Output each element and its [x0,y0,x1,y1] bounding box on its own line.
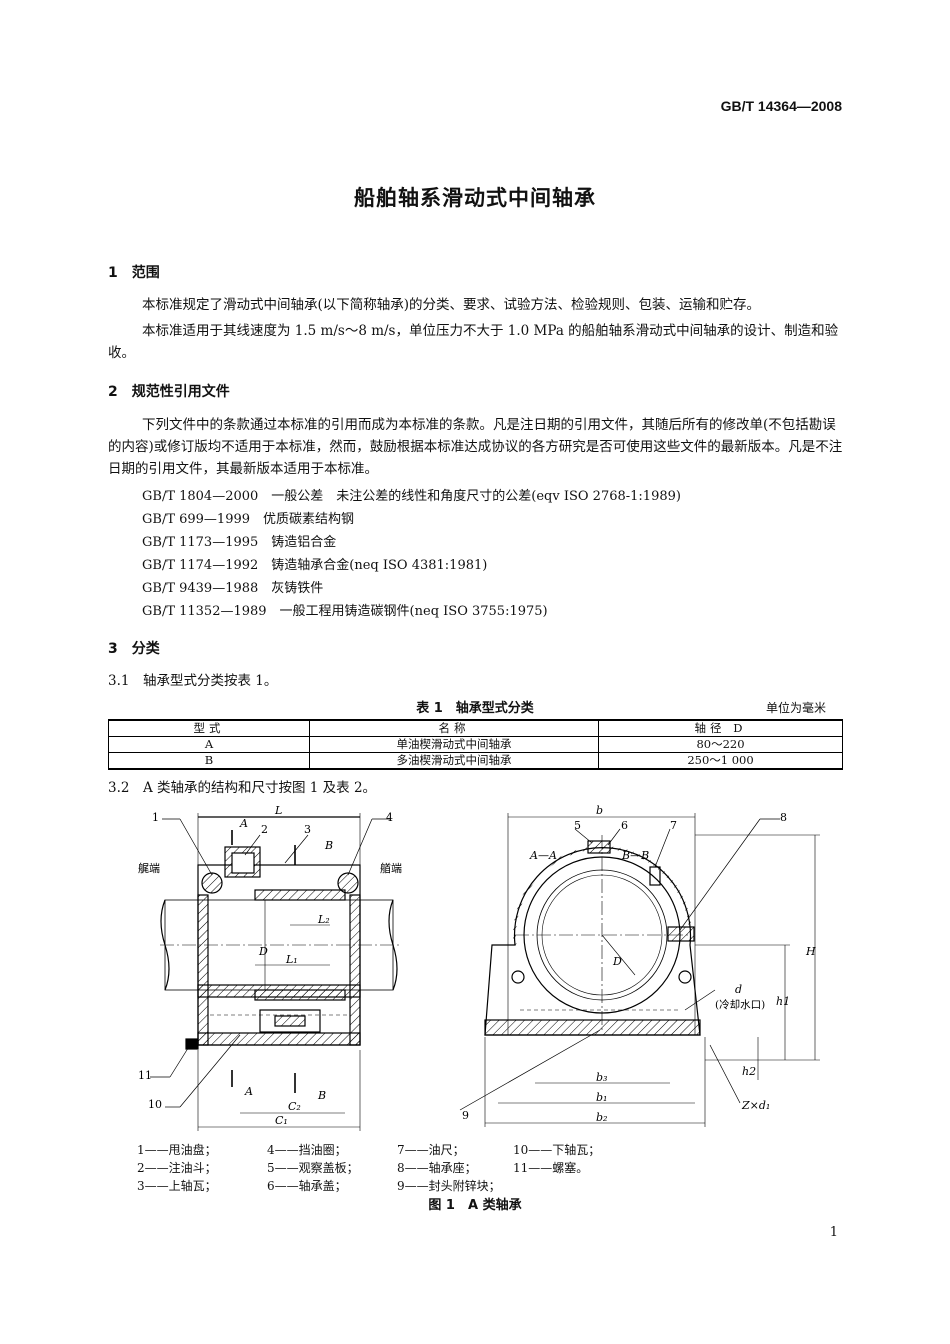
table-cell: 多油楔滑动式中间轴承 [309,752,599,770]
table-header-cell: 型式 [108,719,310,737]
standard-number: GB/T 14364—2008 [720,98,842,114]
figure-1-caption: 图 1 A 类轴承 [428,1198,522,1213]
dim-label: C₂ [288,1100,301,1113]
section-mark: B—B [621,849,649,862]
right-section-view [484,813,820,1127]
callout-number: 10 [148,1098,162,1111]
legend-item: 1——甩油盘； [137,1143,217,1157]
table-header-cell: 名称 [309,719,599,737]
dim-label: C₁ [275,1114,288,1127]
fig-text-cooling: (冷却水口) [715,998,765,1011]
dim-label: D [612,955,622,968]
table-cell: B [108,752,310,770]
table-cell: 单油楔滑动式中间轴承 [309,736,599,753]
section-1-heading: 1 范围 [108,265,160,281]
table-row: B 多油楔滑动式中间轴承 250～1 000 [108,752,843,770]
dim-label: h1 [776,995,790,1008]
callout-number: 5 [574,819,581,832]
section-2-para-1: 下列文件中的条款通过本标准的引用而成为本标准的条款。凡是注日期的引用文件，其随后… [108,417,843,477]
section-mark: A [244,1085,253,1098]
table-row: A 单油楔滑动式中间轴承 80～220 [108,736,843,753]
dim-label: Z×d₁ [741,1099,770,1112]
legend-item: 5——观察盖板； [267,1161,359,1175]
dim-label: b₂ [596,1111,607,1124]
reference-item: GB/T 11352—1989 一般工程用铸造碳钢件(neq ISO 3755:… [142,604,548,619]
legend-item: 3——上轴瓦； [137,1179,217,1193]
section-3-2: 3.2 A 类轴承的结构和尺寸按图 1 及表 2。 [108,780,377,796]
dim-label: L₂ [317,913,330,926]
legend-item: 4——挡油圈； [267,1143,347,1157]
section-mark: B [317,1089,326,1102]
reference-item: GB/T 1804—2000 一般公差 未注公差的线性和角度尺寸的公差(eqv … [142,489,681,504]
section-mark: B [324,839,333,852]
dim-label: b₁ [596,1091,607,1104]
reference-item: GB/T 1173—1995 铸造铝合金 [142,535,337,550]
section-1-para-2: 本标准适用于其线速度为 1.5 m/s～8 m/s，单位压力不大于 1.0 MP… [108,323,839,361]
callout-number: 9 [462,1109,469,1122]
dim-label: L₁ [285,953,298,966]
dim-label: b₃ [596,1071,607,1084]
legend-item: 11——螺塞。 [513,1161,589,1175]
table-cell: 80～220 [598,736,843,753]
legend-item: 8——轴承座； [397,1161,477,1175]
dim-label: D [258,945,268,958]
callout-number: 1 [152,811,159,824]
section-3-1: 3.1 轴承型式分类按表 1。 [108,673,278,689]
section-mark: A [239,817,248,830]
legend-item: 2——注油斗； [137,1161,217,1175]
fig-text-stern: 艉端 [138,861,160,875]
legend-item: 7——油尺； [397,1143,465,1157]
callout-number: 4 [386,811,393,824]
callout-number: 7 [670,819,677,832]
section-mark: A—A [529,849,557,862]
section-2-heading: 2 规范性引用文件 [108,384,230,400]
callout-number: 3 [304,823,311,836]
callout-number: 2 [261,823,268,836]
table-cell: 250～1 000 [598,752,843,770]
document-title: 船舶轴系滑动式中间轴承 [354,186,596,210]
page-number: 1 [829,1225,838,1240]
table-header-cell: 轴径 D [598,719,843,737]
callout-number: 6 [621,819,628,832]
dim-label: L [274,805,282,817]
table-1: 型式 名称 轴径 D A 单油楔滑动式中间轴承 80～220 B 多油楔滑动式中… [108,719,843,770]
legend-item: 9——封头附锌块； [397,1179,501,1193]
figure-1-drawing: L 艉端 艏端 A B A B L₂ L₁ D C₂ C₁ A—A B—B b … [138,805,820,1131]
dim-label: b [596,805,603,817]
reference-item: GB/T 1174—1992 铸造轴承合金(neq ISO 4381:1981) [142,558,488,573]
left-section-view [160,813,400,1131]
figure-legend: 1——甩油盘； 4——挡油圈； 7——油尺； 10——下轴瓦； 2——注油斗； … [137,1141,633,1195]
dim-label: h2 [742,1065,756,1078]
table-cell: A [108,736,310,753]
table-header-row: 型式 名称 轴径 D [108,719,843,737]
reference-item: GB/T 9439—1988 灰铸铁件 [142,581,324,596]
dim-label: H [805,945,816,958]
callout-number: 11 [138,1069,152,1082]
section-1-para-1: 本标准规定了滑动式中间轴承(以下简称轴承)的分类、要求、试验方法、检验规则、包装… [142,297,761,313]
table-1-caption: 表 1 轴承型式分类 [416,701,534,716]
dim-label: d [735,983,742,996]
callout-number: 8 [780,811,787,824]
legend-item: 6——轴承盖； [267,1179,347,1193]
section-3-heading: 3 分类 [108,641,160,657]
table-1-unit: 单位为毫米 [765,701,826,715]
legend-item: 10——下轴瓦； [513,1143,601,1157]
fig-text-bow: 艏端 [380,861,402,875]
reference-item: GB/T 699—1999 优质碳素结构钢 [142,512,355,527]
